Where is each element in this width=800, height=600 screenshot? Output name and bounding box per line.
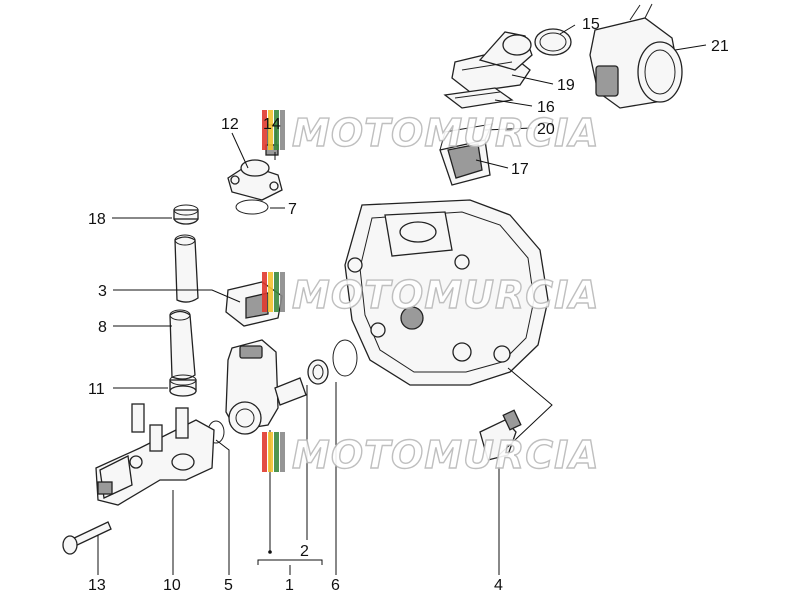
watermark-middle: MOTOMURCIA <box>262 272 600 318</box>
callout-2: 2 <box>300 543 309 560</box>
callout-18: 18 <box>88 211 106 228</box>
part-15-clamp <box>534 28 572 56</box>
watermark-text: MOTOMURCIA <box>292 111 600 155</box>
callout-1: 1 <box>285 577 294 594</box>
part-19-intake-manifold <box>451 31 533 93</box>
callout-19: 19 <box>557 77 575 94</box>
part-13-screw <box>62 521 112 555</box>
watermark-bottom: MOTOMURCIA <box>262 432 600 478</box>
callout-7: 7 <box>288 201 297 218</box>
callout-13: 13 <box>88 577 106 594</box>
part-3-bracket <box>225 281 283 327</box>
callout-20: 20 <box>537 121 555 138</box>
part-8-hose <box>169 309 196 380</box>
callout-11: 11 <box>88 381 105 398</box>
callout-5: 5 <box>224 577 233 594</box>
callout-3: 3 <box>98 283 107 300</box>
callout-labels: 15 21 19 16 20 17 12 14 7 18 3 8 11 2 13… <box>88 16 729 594</box>
callout-6: 6 <box>331 577 340 594</box>
watermark-text: MOTOMURCIA <box>292 433 600 477</box>
part-18-hose-clamp <box>173 204 199 225</box>
callout-17: 17 <box>511 161 529 178</box>
part-16-20-gasket <box>443 87 514 109</box>
pump-pin-dot <box>268 550 272 554</box>
part-21-throttle-body <box>589 3 683 109</box>
part-6-o-ring <box>332 339 358 377</box>
watermark-text: MOTOMURCIA <box>292 273 600 317</box>
part-1-pump-body <box>225 339 307 435</box>
callout-12: 12 <box>221 116 239 133</box>
callout-15: 15 <box>582 16 600 33</box>
part-17-reed-valve <box>439 123 493 186</box>
part-3-hose <box>174 234 199 303</box>
part-7-o-ring <box>235 199 269 215</box>
watermark-top: MOTOMURCIA <box>262 110 600 156</box>
part-10-outlet-body <box>95 403 215 506</box>
part-11-hose-clamp <box>169 374 197 397</box>
callout-14: 14 <box>263 116 281 133</box>
part-2-bushing <box>307 359 329 385</box>
part-12-housing <box>227 159 283 201</box>
callout-4: 4 <box>494 577 503 594</box>
part-4-sensor <box>479 409 522 461</box>
callout-21: 21 <box>711 38 729 55</box>
callout-16: 16 <box>537 99 555 116</box>
callout-8: 8 <box>98 319 107 336</box>
cylinder-head <box>344 199 549 386</box>
callout-10: 10 <box>163 577 181 594</box>
